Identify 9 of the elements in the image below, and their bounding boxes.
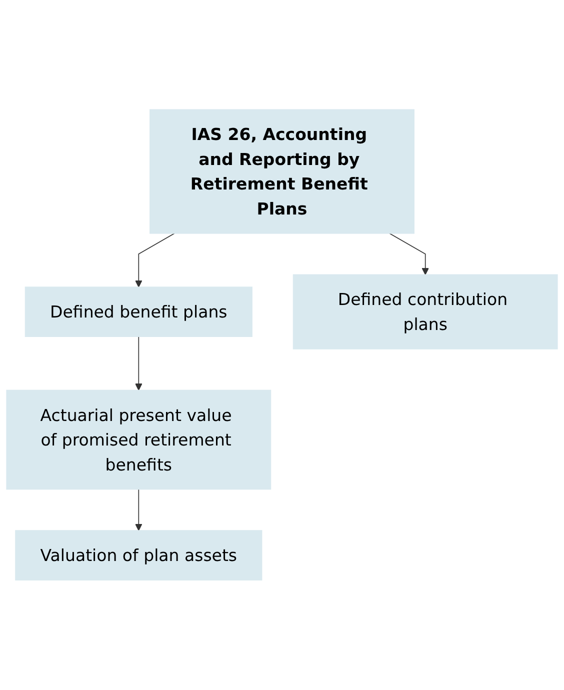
node-box: Valuation of plan assets (15, 530, 262, 581)
node-box: Defined benefit plans (24, 286, 252, 338)
node-box: IAS 26, Accounting and Reporting by Retirement Benefit Plans (150, 109, 414, 234)
arrow (135, 336, 142, 391)
arrow (389, 233, 429, 276)
node-box: Defined contribution plans (292, 274, 558, 350)
node-box: Actuarial present value of promised retirement benefits (6, 390, 272, 490)
arrow (135, 489, 142, 532)
arrow (135, 233, 175, 288)
